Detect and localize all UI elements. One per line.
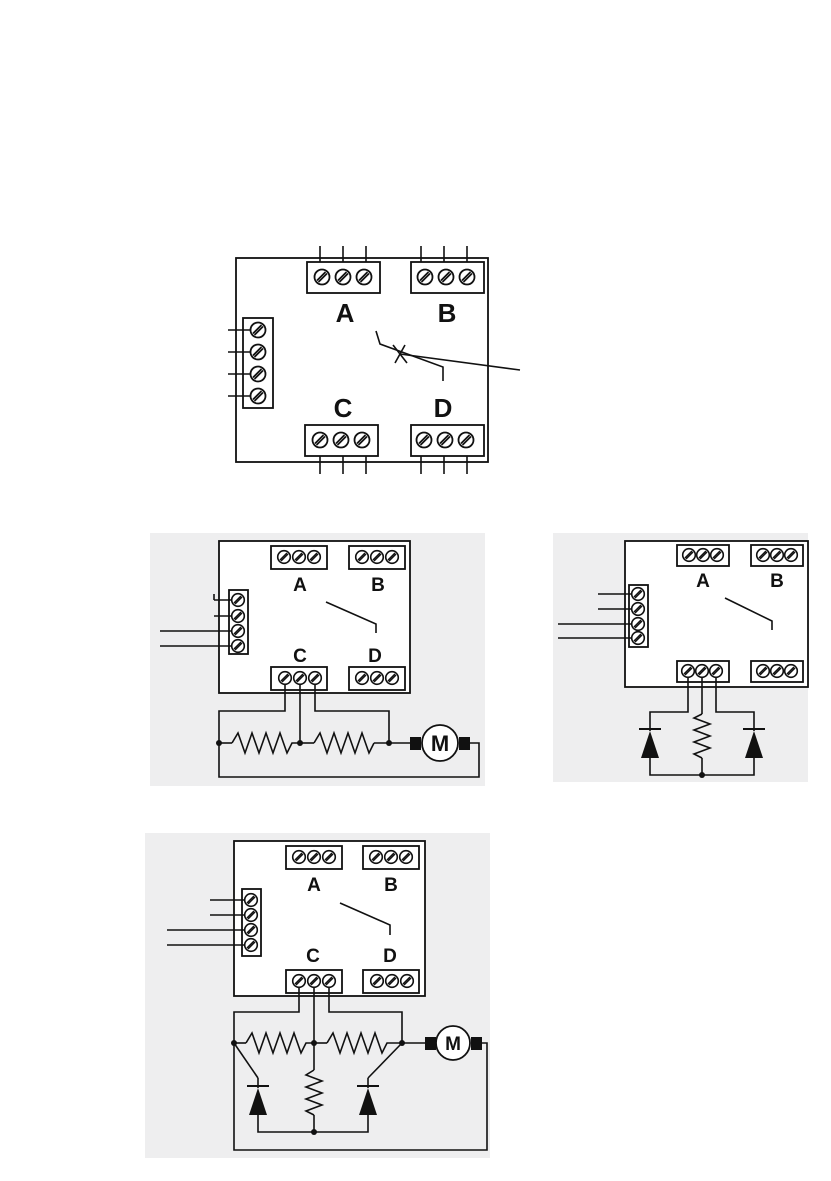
label-c: C <box>293 646 307 667</box>
label-a: A <box>307 875 321 896</box>
terminal-block-d <box>349 667 405 690</box>
label-b: B <box>438 298 457 328</box>
label-b: B <box>770 571 784 592</box>
label-a: A <box>696 571 710 592</box>
label-d: D <box>434 393 453 423</box>
diagram-3-diode-circuit: A B <box>553 533 808 782</box>
label-b: B <box>384 875 398 896</box>
terminal-block-d <box>363 970 419 993</box>
terminal-block-a <box>286 846 342 869</box>
label-a: A <box>336 298 355 328</box>
diagram-4-motor-diode-circuit: A B C D <box>145 833 490 1158</box>
diagram-1-relay-board: A B C D <box>228 246 520 474</box>
label-a: A <box>293 575 307 596</box>
terminal-block-d <box>751 661 803 682</box>
motor-label: M <box>445 1034 461 1055</box>
terminal-block-left <box>228 318 273 408</box>
label-d: D <box>368 646 382 667</box>
terminal-block-b <box>411 262 484 293</box>
motor-label: M <box>431 731 449 756</box>
terminal-block-c <box>271 667 327 690</box>
label-d: D <box>383 946 397 967</box>
label-c: C <box>306 946 320 967</box>
terminal-block-a <box>307 262 380 293</box>
terminal-block-a <box>271 546 327 569</box>
terminal-block-a <box>677 545 729 566</box>
terminal-block-d <box>411 425 484 456</box>
terminal-block-c <box>677 661 729 682</box>
terminal-block-b <box>349 546 405 569</box>
diagram-2-motor-circuit: A B C D <box>150 533 485 786</box>
terminal-block-b <box>363 846 419 869</box>
label-c: C <box>334 393 353 423</box>
label-b: B <box>371 575 385 596</box>
terminal-block-c <box>305 425 378 456</box>
terminal-block-b <box>751 545 803 566</box>
